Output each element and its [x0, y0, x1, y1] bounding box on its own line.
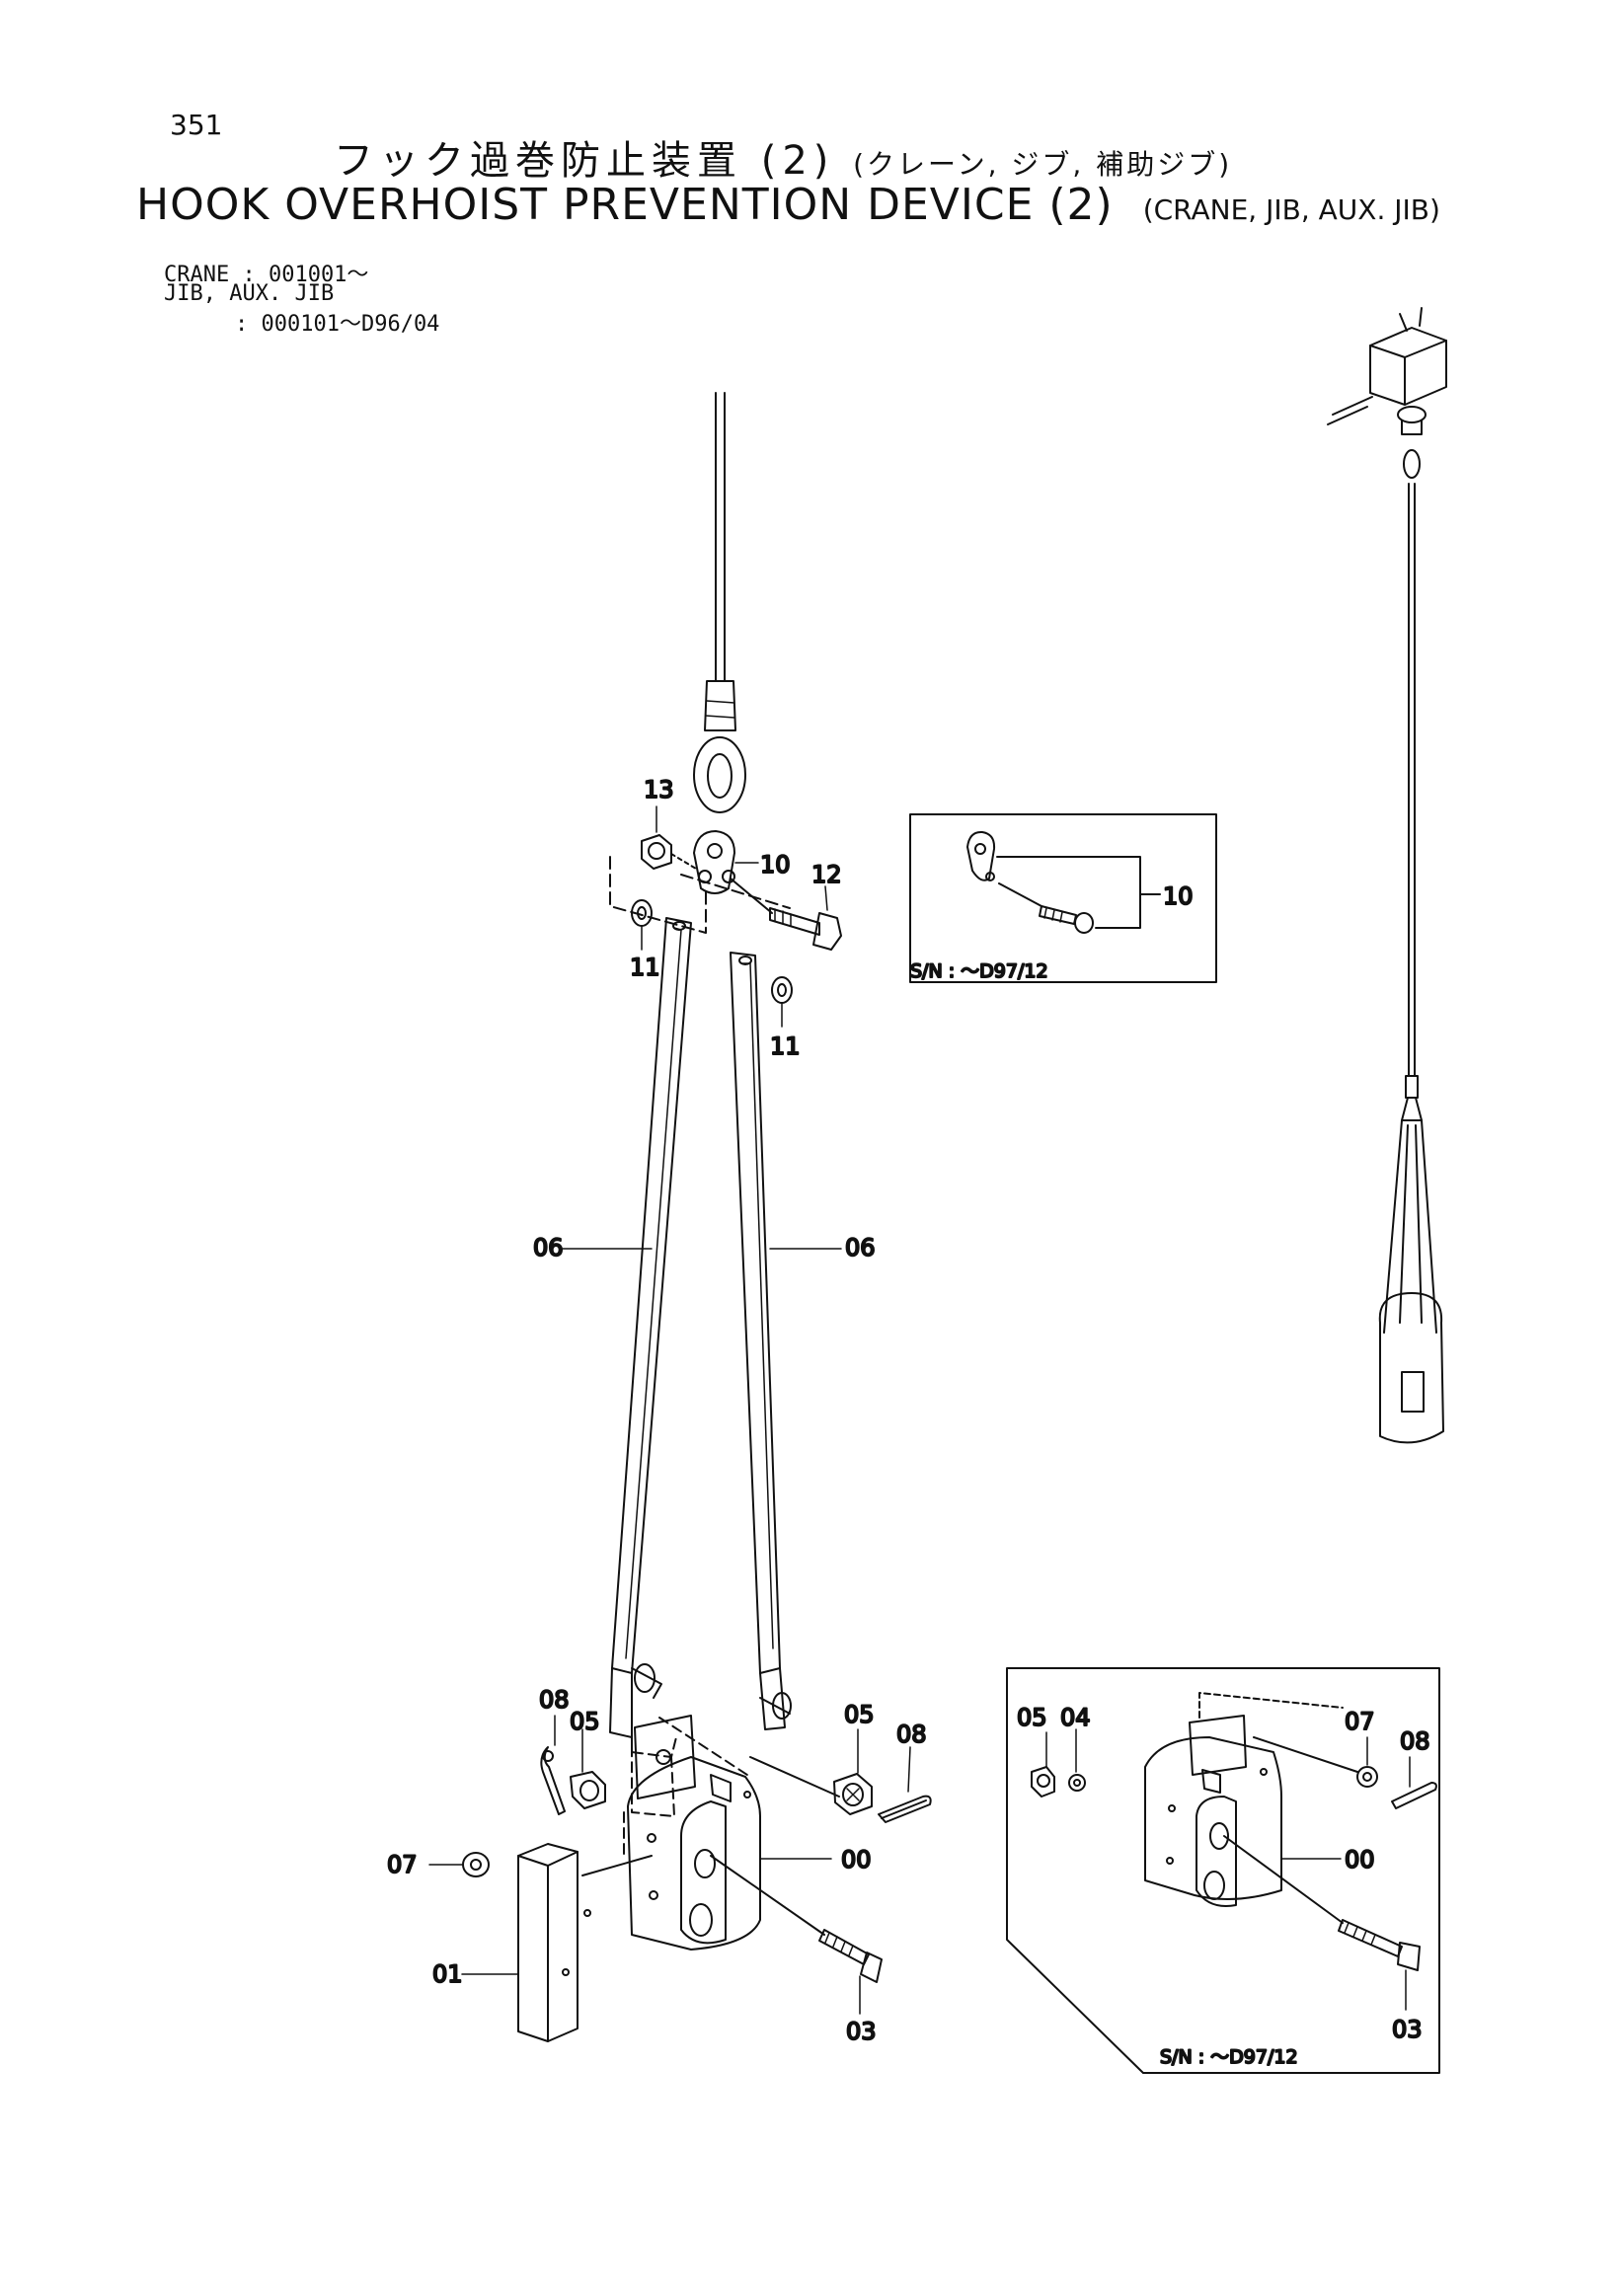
inset-top-serial-note: S/N : ～D97/12 — [910, 960, 1048, 982]
inset-top-callout-10: 10 — [1163, 882, 1194, 910]
callout-08-right: 08 — [896, 1721, 927, 1748]
inset-box-bottom — [1006, 1667, 1440, 2074]
inset-bottom-callout-00: 00 — [1345, 1846, 1375, 1874]
page-number: 351 — [170, 109, 223, 141]
title-japanese-main: フック過巻防止装置 (2) — [334, 138, 835, 184]
callout-00: 00 — [841, 1846, 872, 1874]
title-english-main: HOOK OVERHOIST PREVENTION DEVICE (2) — [136, 180, 1114, 230]
washer-07-left-icon — [462, 1852, 490, 1877]
wire-rope — [704, 392, 736, 731]
callout-11-left: 11 — [630, 954, 660, 981]
serial-crane: CRANE : 001001～ — [164, 263, 369, 287]
callout-03: 03 — [846, 2018, 877, 2045]
callout-06-right: 06 — [845, 1234, 876, 1262]
callout-11-right: 11 — [770, 1033, 801, 1060]
callout-12: 12 — [811, 861, 842, 888]
inset-bottom-callout-07: 07 — [1345, 1708, 1375, 1735]
callout-06-left: 06 — [533, 1234, 564, 1262]
callout-05-right: 05 — [844, 1701, 875, 1728]
callout-08-left: 08 — [539, 1686, 570, 1714]
inset-box-top — [909, 813, 1217, 983]
inset-bottom-callout-05: 05 — [1017, 1704, 1047, 1731]
rope-eye — [693, 736, 746, 813]
inset-bottom-callout-04: 04 — [1060, 1704, 1091, 1731]
title-japanese-sub: (クレーン, ジブ, 補助ジブ) — [853, 148, 1233, 181]
serial-jib-range: : 000101～D96/04 — [235, 312, 440, 337]
shackle-10-icon — [693, 830, 735, 894]
title-japanese: フック過巻防止装置 (2) (クレーン, ジブ, 補助ジブ) — [334, 128, 1232, 186]
link-bar-06-right — [730, 952, 792, 1730]
cotter-pin-08-right-icon — [878, 1795, 932, 1823]
serial-jib-label: JIB, AUX. JIB — [164, 281, 335, 306]
nut-05-left-icon — [570, 1771, 606, 1809]
bolt-12-icon — [769, 907, 842, 951]
callout-10: 10 — [760, 851, 791, 879]
link-bar-06-left — [609, 917, 692, 1738]
inset-bottom-callout-03: 03 — [1392, 2016, 1423, 2043]
nut-05-right-icon — [833, 1773, 873, 1815]
nut-13-icon — [641, 834, 672, 870]
cotter-pin-08-left-icon — [540, 1746, 566, 1815]
inset-bottom-callout-08: 08 — [1400, 1727, 1430, 1755]
block-01-icon — [517, 1843, 591, 2042]
leader-lines — [428, 805, 1411, 2015]
bolt-03-left-icon — [818, 1929, 883, 1983]
body-00-main — [627, 1715, 761, 1951]
callout-07: 07 — [387, 1851, 418, 1878]
callout-05-left: 05 — [570, 1708, 600, 1735]
title-english-sub: (CRANE, JIB, AUX. JIB) — [1142, 193, 1440, 226]
callout-13: 13 — [644, 776, 674, 804]
overview-assembly — [1327, 307, 1447, 1444]
title-english: HOOK OVERHOIST PREVENTION DEVICE (2) (CR… — [136, 180, 1440, 230]
inset-bottom-serial-note: S/N : ～D97/12 — [1160, 2046, 1298, 2068]
washer-11-right-icon — [771, 976, 793, 1004]
callout-01: 01 — [432, 1960, 463, 1988]
